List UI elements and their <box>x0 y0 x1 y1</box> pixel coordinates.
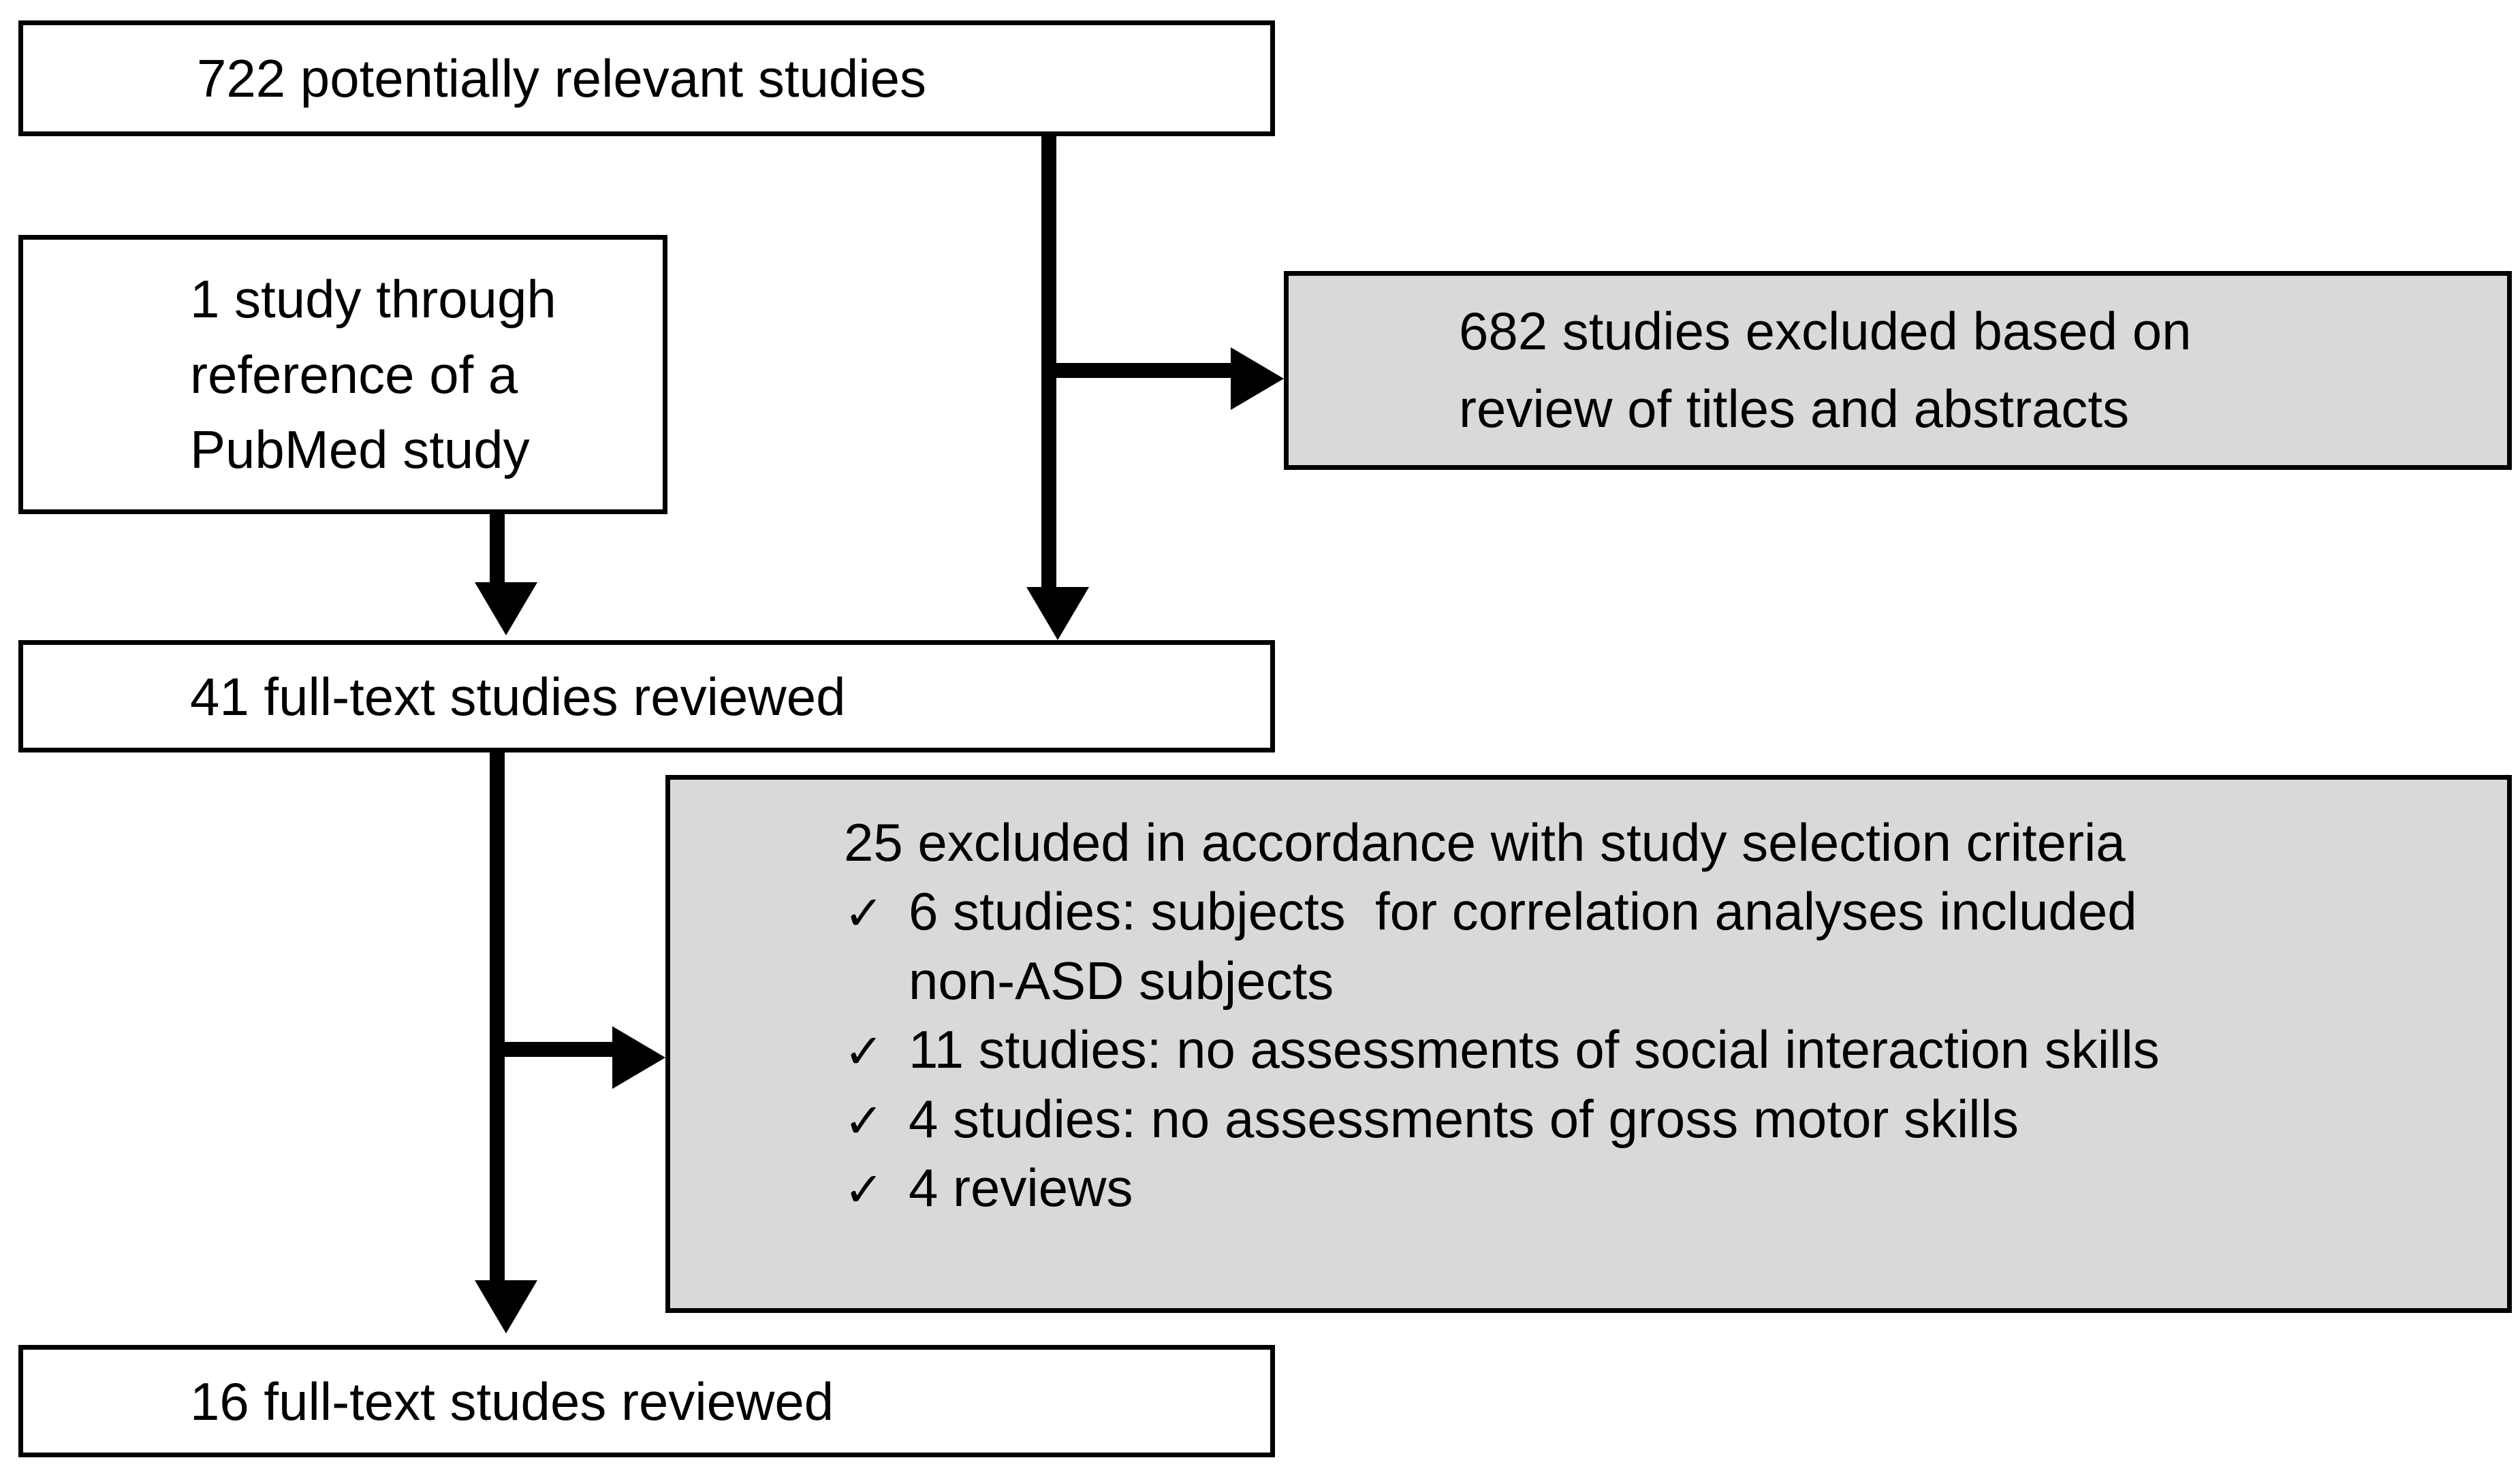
node-full-text-16-reviewed-label: 16 full-text studes reviewed <box>190 1371 834 1431</box>
node-excluded-selection-criteria: 25 excluded in accordance with study sel… <box>665 775 2512 1313</box>
check-icon: ✓ <box>844 1094 884 1147</box>
connector-pubmed-to-41-arrowhead-icon <box>475 582 537 635</box>
connector-41-to-criteria-arrowhead-icon <box>612 1026 665 1089</box>
connector-pubmed-to-41-vertical-line <box>490 514 505 589</box>
connector-41-to-criteria-horizontal-line <box>490 1042 626 1057</box>
connector-722-to-682-arrowhead-icon <box>1231 347 1284 410</box>
check-icon: ✓ <box>844 887 884 940</box>
connector-722-to-682-horizontal-line <box>1041 363 1246 378</box>
exclusion-criteria-item-3: ✓ 4 studies: no assessments of gross mot… <box>844 1085 2507 1154</box>
node-potentially-relevant-studies-label: 722 potentially relevant studies <box>197 48 927 108</box>
connector-722-to-41-arrowhead-icon <box>1026 587 1089 640</box>
exclusion-criteria-item-4: ✓ 4 reviews <box>844 1154 2507 1222</box>
node-reference-pubmed-study-line3: PubMed study <box>190 419 530 480</box>
node-excluded-titles-abstracts-line1: 682 studies excluded based on <box>1459 301 2192 362</box>
check-icon: ✓ <box>844 1162 884 1216</box>
node-excluded-titles-abstracts: 682 studies excluded based on review of … <box>1284 271 2512 470</box>
exclusion-criteria-list: 25 excluded in accordance with study sel… <box>670 780 2507 1222</box>
node-reference-pubmed-study: 1 study through reference of a PubMed st… <box>18 235 667 514</box>
node-excluded-titles-abstracts-line2: review of titles and abstracts <box>1459 379 2130 439</box>
node-full-text-41-reviewed: 41 full-text studies reviewed <box>18 640 1275 752</box>
connector-41-to-16-vertical-line <box>490 752 505 1290</box>
exclusion-criteria-heading: 25 excluded in accordance with study sel… <box>844 812 2126 872</box>
node-reference-pubmed-study-line2: reference of a <box>190 344 518 405</box>
node-reference-pubmed-study-line1: 1 study through <box>190 268 556 329</box>
exclusion-criteria-item-1: ✓ 6 studies: subjects for correlation an… <box>844 877 2507 946</box>
node-full-text-16-reviewed: 16 full-text studes reviewed <box>18 1345 1275 1457</box>
connector-41-to-16-arrowhead-icon <box>475 1280 537 1333</box>
node-full-text-41-reviewed-label: 41 full-text studies reviewed <box>190 666 846 727</box>
exclusion-criteria-item-1-continued: non-ASD subjects <box>909 950 1334 1011</box>
node-potentially-relevant-studies: 722 potentially relevant studies <box>18 20 1275 136</box>
exclusion-criteria-item-2: ✓ 11 studies: no assessments of social i… <box>844 1015 2507 1084</box>
check-icon: ✓ <box>844 1025 884 1079</box>
